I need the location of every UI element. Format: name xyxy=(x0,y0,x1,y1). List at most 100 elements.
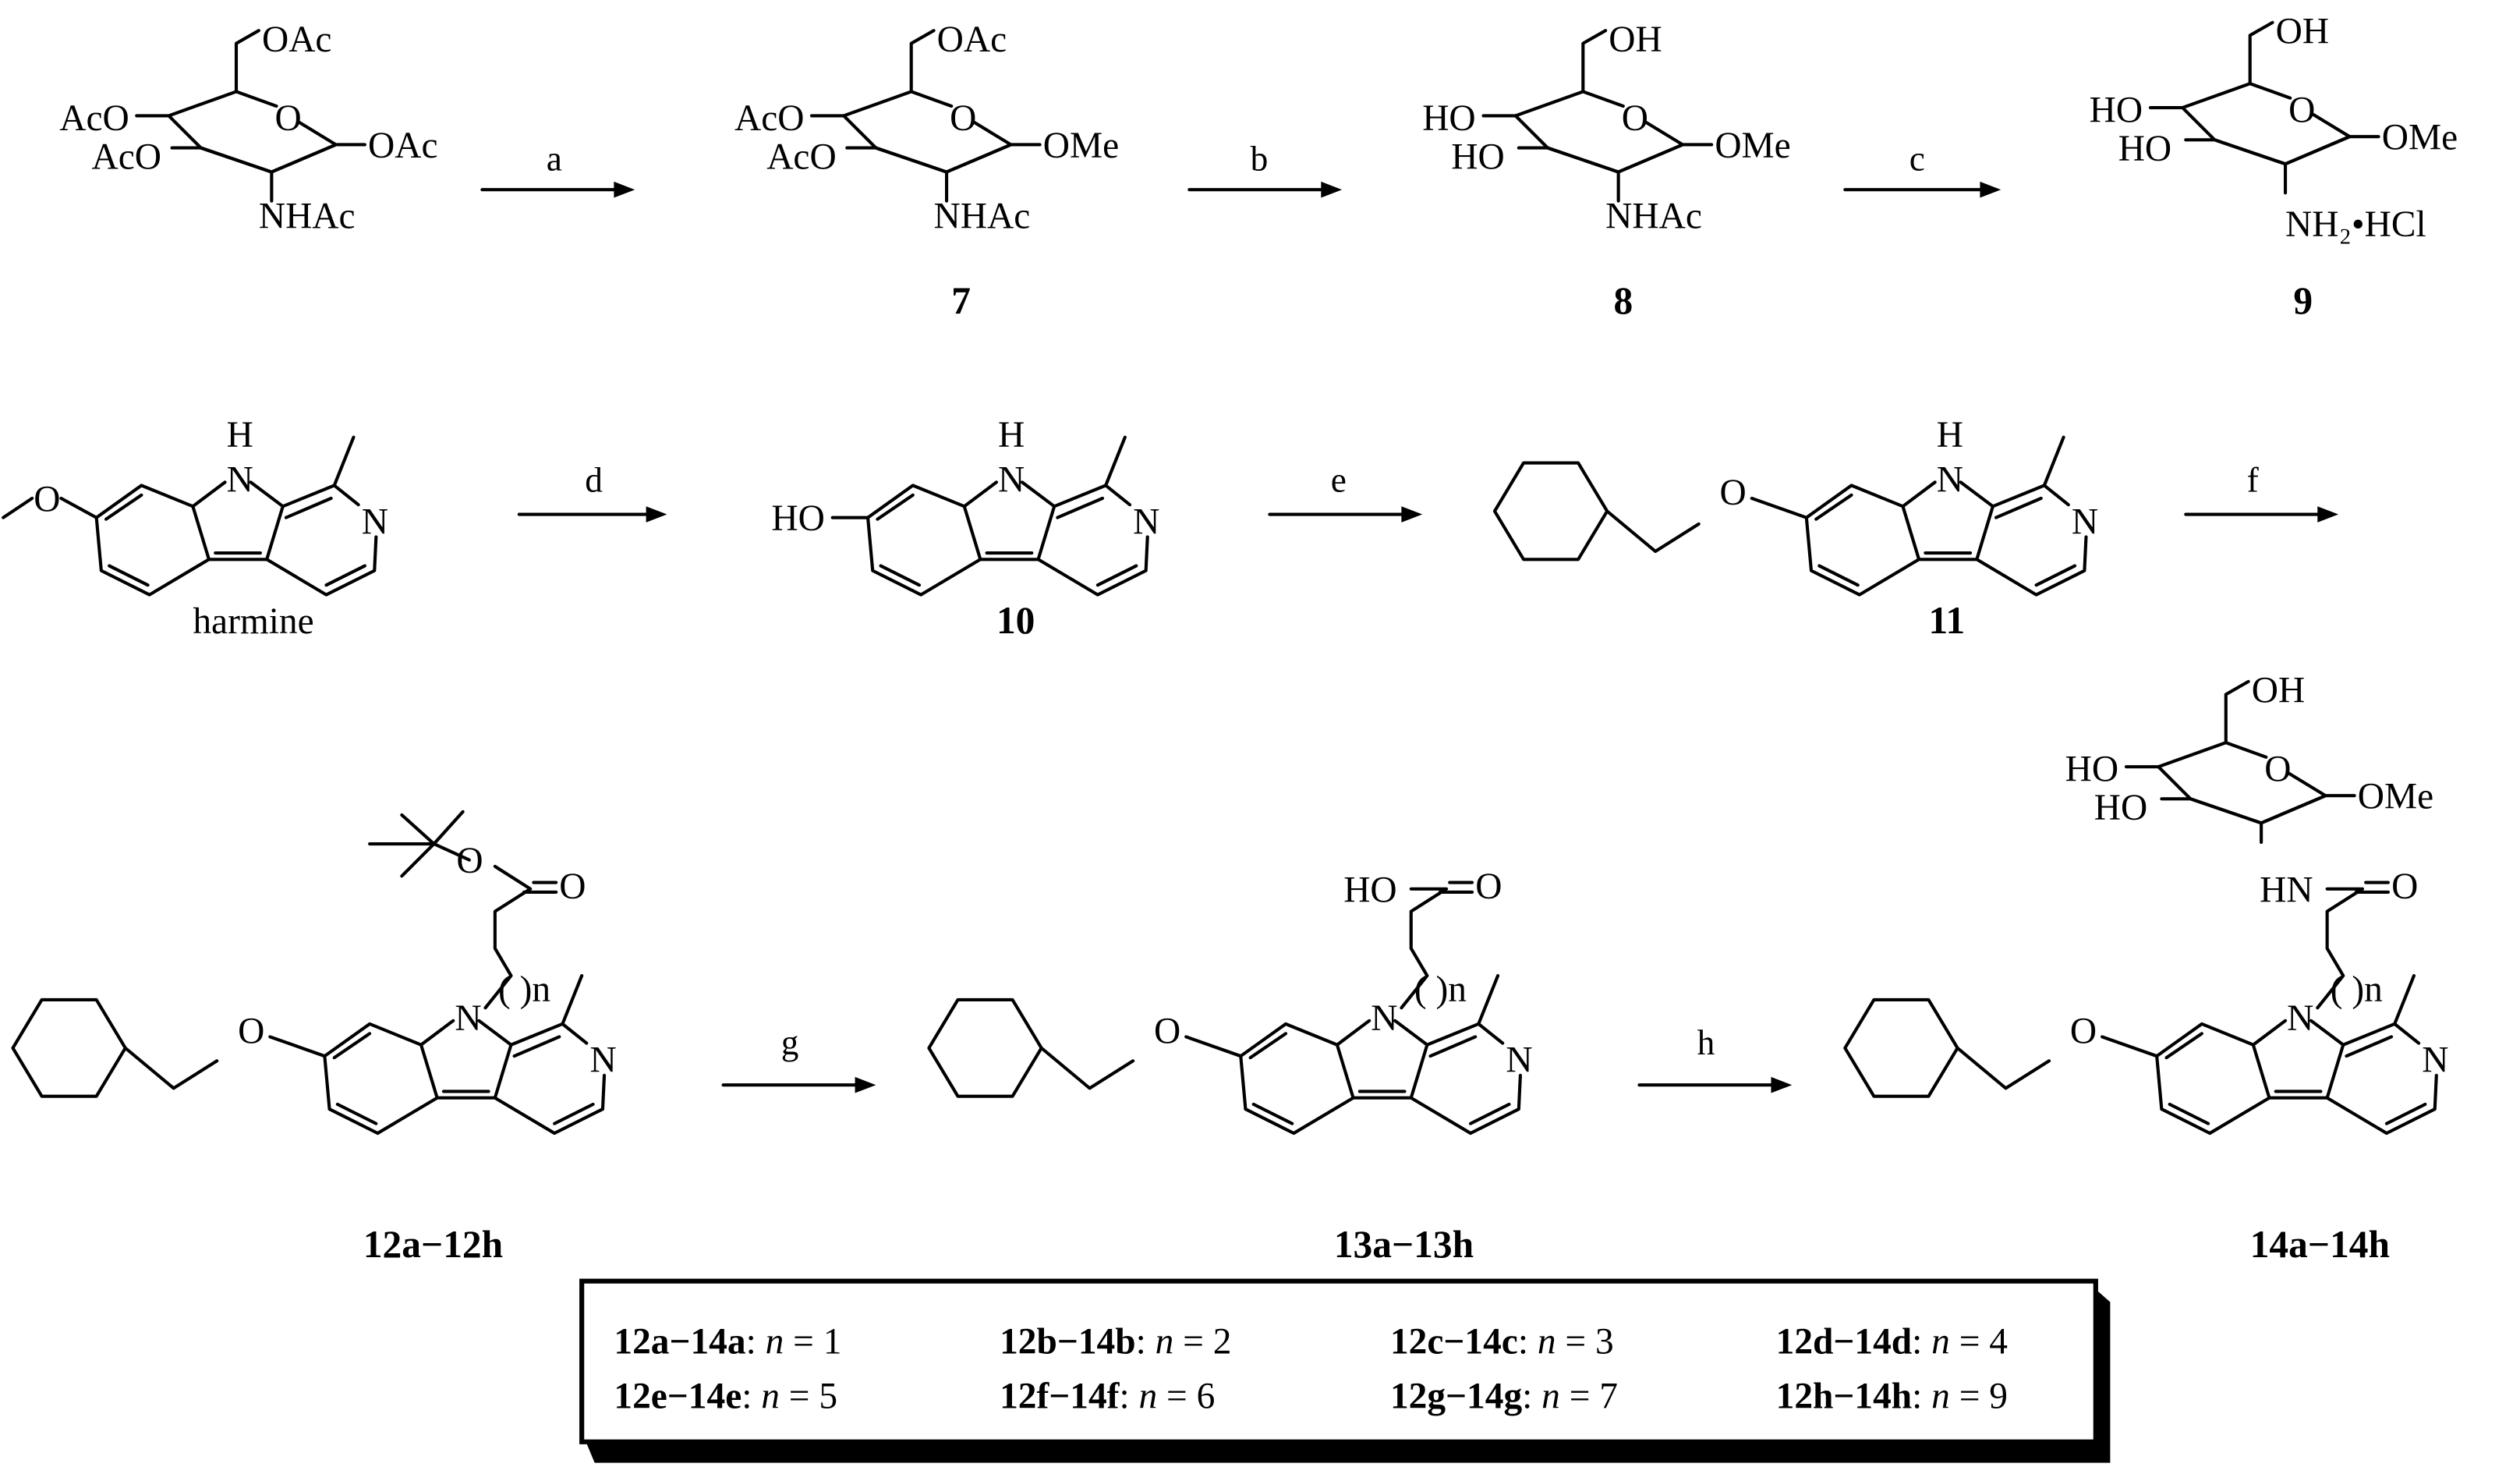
arrow-b: b xyxy=(1187,139,1343,198)
amide-nh: HN xyxy=(2260,870,2313,910)
arrow-h: h xyxy=(1637,1023,1793,1093)
compound-label-14: 14a−14h xyxy=(2250,1223,2390,1266)
c4-substituent: HO xyxy=(2065,749,2118,790)
compound-label-9: 9 xyxy=(2293,279,2313,322)
c3-substituent: HO xyxy=(1451,136,1504,177)
condition-c: c xyxy=(1909,139,1925,178)
condition-d: d xyxy=(585,461,603,500)
arrow-g: g xyxy=(721,1023,876,1093)
condition-h: h xyxy=(1697,1023,1715,1062)
arrow-a: a xyxy=(480,139,635,198)
c2-substituent: NHAc xyxy=(934,197,1031,237)
hydroxyl: HO xyxy=(771,498,824,539)
acid-hydroxyl: HO xyxy=(1343,870,1396,910)
c2-substituent: NHAc xyxy=(1605,197,1702,237)
carbonyl-oxygen: O xyxy=(2391,866,2418,907)
compound-label-12: 12a−12h xyxy=(363,1223,503,1266)
carbonyl-oxygen: O xyxy=(559,866,586,907)
indole-nitrogen: N xyxy=(998,460,1025,501)
c1-substituent: OAc xyxy=(368,126,437,166)
legend-entry: 12c−14c: n = 3 xyxy=(1390,1321,1614,1362)
c6-substituent: OH xyxy=(2276,12,2329,52)
compound-11: N H N O xyxy=(1495,415,2098,595)
c2-substituent: NH₂•HCl xyxy=(2285,204,2426,245)
legend-entry: 12f−14f: n = 6 xyxy=(1000,1376,1215,1416)
compound-label-13: 13a−13h xyxy=(1334,1223,1474,1266)
c6-substituent: OAc xyxy=(262,19,331,60)
legend-entry: 12b−14b: n = 2 xyxy=(1000,1321,1231,1362)
legend-entry: 12a−14a: n = 1 xyxy=(614,1321,841,1362)
c1-substituent: OMe xyxy=(2358,777,2433,817)
indole-nitrogen: N xyxy=(1937,460,1963,501)
c3-substituent: HO xyxy=(2118,129,2171,169)
indole-nitrogen: N xyxy=(2287,998,2313,1039)
legend-entry: 12h−14h: n = 9 xyxy=(1776,1376,2008,1416)
legend-entry: 12d−14d: n = 4 xyxy=(1776,1321,2008,1362)
c6-substituent: OAc xyxy=(937,19,1007,60)
c6-substituent: OH xyxy=(2252,671,2305,711)
compound-10: N H N HO xyxy=(771,415,1159,595)
ring-oxygen: O xyxy=(950,98,976,139)
legend-box xyxy=(579,1278,2111,1463)
c4-substituent: HO xyxy=(2090,90,2143,131)
condition-b: b xyxy=(1251,139,1269,178)
pyridine-nitrogen: N xyxy=(589,1040,616,1081)
methoxy-oxygen: O xyxy=(34,479,60,519)
arrow-f: f xyxy=(2184,461,2339,523)
legend-entry: 12e−14e: n = 5 xyxy=(614,1376,837,1416)
methylene-chain: ( )n xyxy=(498,969,550,1010)
pyridine-nitrogen: N xyxy=(362,501,388,542)
compound-label-7: 7 xyxy=(951,279,971,322)
compound-7: OAc O OMe NHAc AcO AcO xyxy=(734,19,1119,237)
compound-14: N N O HN O ( )n OH O OMe HO HO xyxy=(1845,671,2449,1133)
pyridine-nitrogen: N xyxy=(1133,501,1159,542)
c1-substituent: OMe xyxy=(1715,126,1790,166)
condition-g: g xyxy=(781,1023,799,1062)
c4-substituent: AcO xyxy=(734,98,804,139)
compound-8: OH O OMe NHAc HO HO xyxy=(1422,19,1791,237)
carbonyl-oxygen: O xyxy=(1475,866,1502,907)
condition-a: a xyxy=(547,139,562,178)
ring-oxygen: O xyxy=(2264,749,2291,790)
compound-label-harmine: harmine xyxy=(193,601,313,642)
ether-oxygen: O xyxy=(1154,1012,1180,1052)
compound-9: OH O OMe NH₂•HCl HO HO xyxy=(2090,12,2458,245)
arrow-d: d xyxy=(517,461,667,523)
pyridine-nitrogen: N xyxy=(2422,1040,2448,1081)
c6-substituent: OH xyxy=(1609,19,1662,60)
nh-hydrogen: H xyxy=(1937,415,1963,455)
indole-nitrogen: N xyxy=(227,460,253,501)
ether-oxygen: O xyxy=(1720,473,1747,513)
ring-oxygen: O xyxy=(274,98,301,139)
compound-label-10: 10 xyxy=(996,599,1035,642)
ether-oxygen: O xyxy=(2070,1012,2097,1052)
methylene-chain: ( )n xyxy=(1414,969,1467,1010)
c3-substituent: HO xyxy=(2094,788,2147,828)
arrow-c: c xyxy=(1843,139,2001,198)
c3-substituent: AcO xyxy=(766,136,836,177)
ring-oxygen: O xyxy=(1622,98,1648,139)
compound-label-8: 8 xyxy=(1613,279,1633,322)
c3-substituent: AcO xyxy=(91,136,161,177)
nh-hydrogen: H xyxy=(998,415,1025,455)
c2-substituent: NHAc xyxy=(259,197,356,237)
methylene-chain: ( )n xyxy=(2331,969,2383,1010)
ring-oxygen: O xyxy=(2288,90,2315,131)
compound-harmine: N H N O xyxy=(2,415,388,595)
legend-entries: 12a−14a: n = 1 12b−14b: n = 2 12c−14c: n =… xyxy=(614,1321,2008,1416)
c1-substituent: OMe xyxy=(2382,118,2458,158)
indole-nitrogen: N xyxy=(1371,998,1397,1039)
c4-substituent: HO xyxy=(1422,98,1475,139)
legend-entry: 12g−14g: n = 7 xyxy=(1390,1376,1618,1416)
c1-substituent: OMe xyxy=(1043,126,1119,166)
compound-12: N N O O O ( )n xyxy=(12,810,617,1133)
compound-label-11: 11 xyxy=(1928,599,1965,642)
pyridine-nitrogen: N xyxy=(1506,1040,1532,1081)
compound-6: OAc O OAc NHAc AcO AcO xyxy=(59,19,437,237)
compound-13: N N O HO O ( )n xyxy=(929,866,1533,1133)
condition-e: e xyxy=(1331,461,1347,500)
pyridine-nitrogen: N xyxy=(2072,501,2098,542)
c4-substituent: AcO xyxy=(59,98,129,139)
ester-oxygen: O xyxy=(456,841,483,881)
